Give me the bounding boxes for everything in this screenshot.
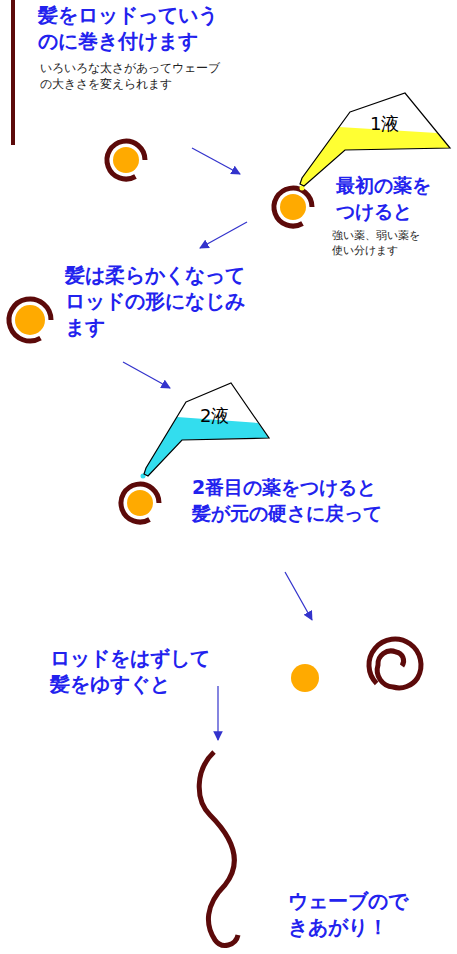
hair-curl — [274, 188, 312, 226]
hair-curl — [9, 299, 51, 341]
flow-arrow — [123, 362, 170, 388]
step-text: ロッドをはずして髪をゆすぐと — [50, 645, 218, 697]
hair-spiral — [369, 639, 421, 688]
rod — [280, 194, 306, 220]
reagent-bottle: 1液 — [295, 88, 455, 193]
hair-wave — [199, 752, 238, 945]
result-text: ウェーブのできあがり！ — [288, 888, 412, 940]
note-text: 強い薬、弱い薬を使い分けます — [332, 228, 424, 258]
flow-arrow — [192, 148, 240, 174]
bottle-label: 1液 — [370, 112, 399, 136]
bottle-shape — [140, 378, 270, 478]
hair-curl — [121, 484, 159, 522]
bottle-shape — [295, 88, 455, 193]
heading-text: 髪をロッドっていうのに巻き付けます — [38, 2, 224, 54]
step-text: 2番目の薬をつけると髪が元の硬さに戻って — [192, 474, 390, 526]
bottle-outline — [300, 93, 450, 186]
flow-arrow — [200, 222, 247, 248]
hair-curl — [107, 141, 145, 179]
bottle-fill — [144, 383, 269, 476]
note-text: いろいろな太さがあってウェーブの大きさを変えられます — [40, 60, 226, 92]
reagent-bottle: 2液 — [140, 378, 270, 478]
bottle-outline — [144, 383, 269, 476]
heading-bar — [11, 0, 15, 145]
step-text: 髪は柔らかくなってロッドの形になじみます — [65, 262, 255, 340]
step-text: 最初の薬をつけると — [336, 172, 433, 224]
rod — [127, 490, 153, 516]
bottle-liquid — [300, 127, 450, 186]
rod — [15, 305, 45, 335]
bottle-fill — [300, 93, 450, 186]
bottle-label: 2液 — [200, 404, 229, 428]
rod — [113, 147, 139, 173]
flow-arrow — [285, 572, 312, 620]
flow-arrow — [217, 686, 218, 740]
rod — [291, 664, 319, 692]
